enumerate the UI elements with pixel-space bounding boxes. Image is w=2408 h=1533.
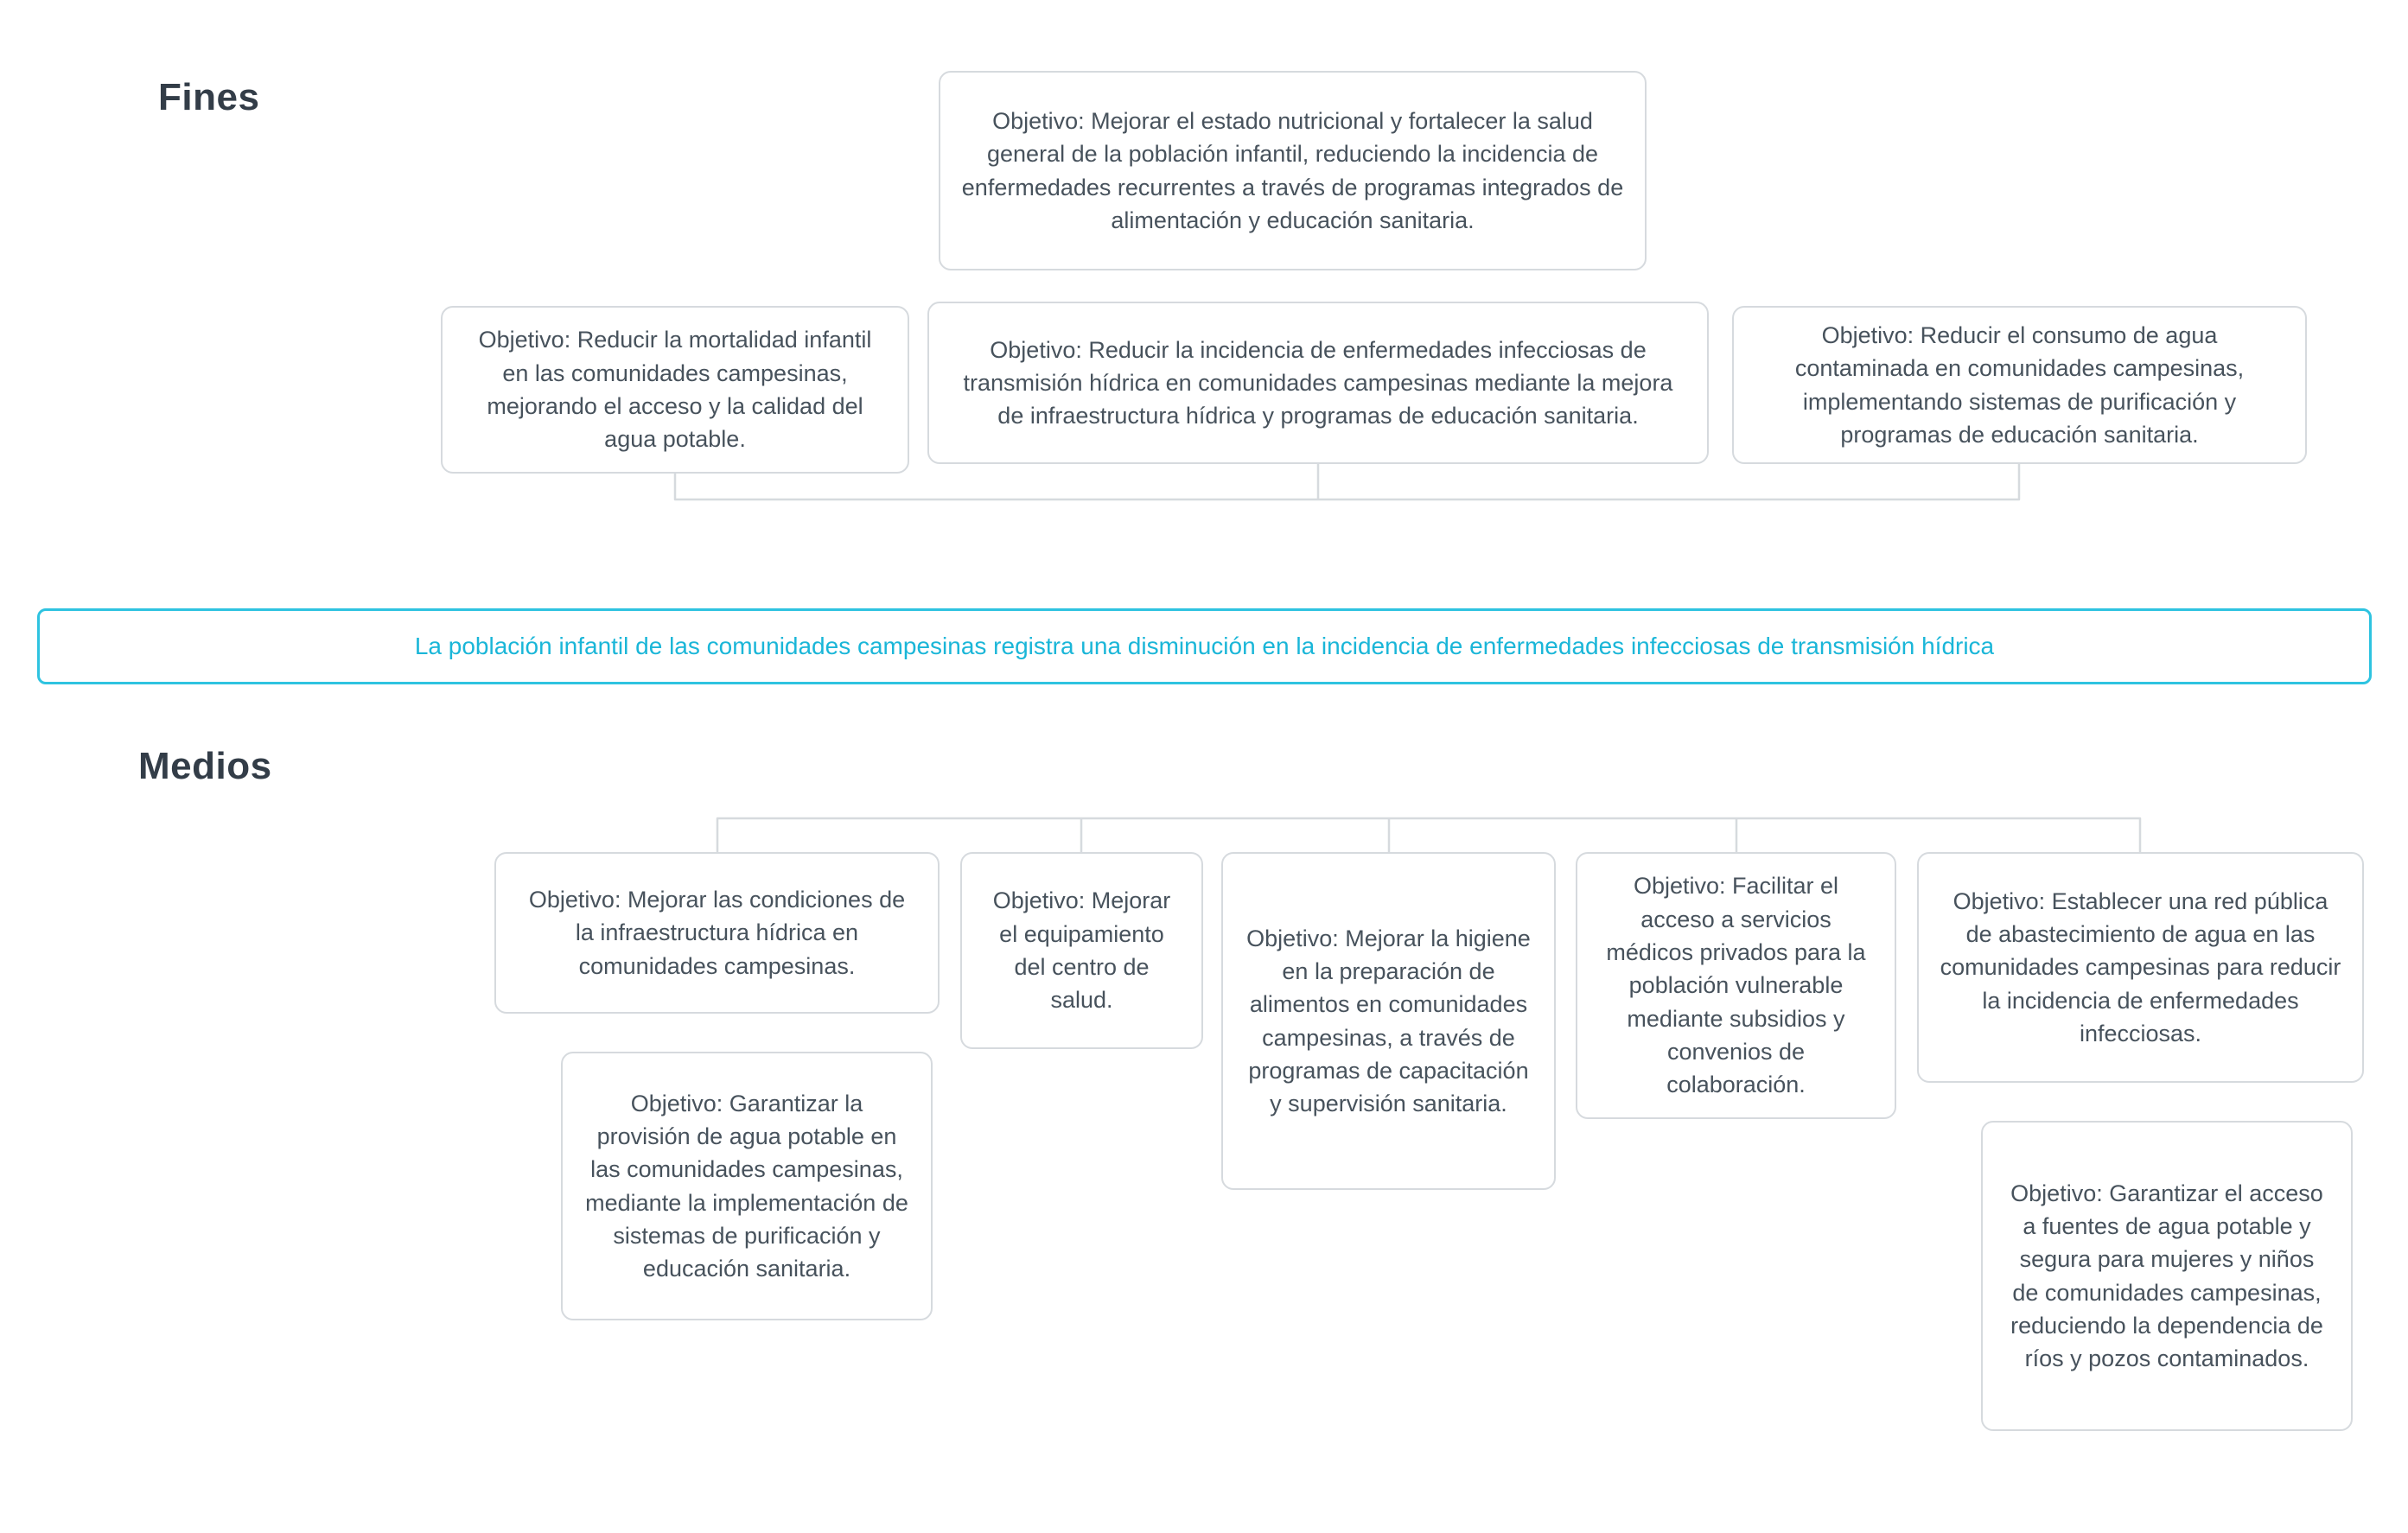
medios-objective-node-5[interactable]: Objetivo: Establecer una red pública de … <box>1917 852 2364 1083</box>
medios-connector <box>716 817 2142 854</box>
medios-objective-node-1[interactable]: Objetivo: Mejorar las condiciones de la … <box>494 852 940 1014</box>
section-heading-medios: Medios <box>138 745 272 787</box>
medios-sub-objective-text-right: Objetivo: Garantizar el acceso a fuentes… <box>2010 1180 2323 1372</box>
fines-objective-node-3[interactable]: Objetivo: Reducir el consumo de agua con… <box>1732 306 2307 464</box>
medios-objective-text-3: Objetivo: Mejorar la higiene en la prepa… <box>1246 925 1531 1117</box>
fines-root-objective-node[interactable]: Objetivo: Mejorar el estado nutricional … <box>939 71 1647 270</box>
medios-objective-text-4: Objetivo: Facilitar el acceso a servicio… <box>1606 873 1866 1098</box>
medios-sub-objective-node-right[interactable]: Objetivo: Garantizar el acceso a fuentes… <box>1981 1121 2353 1431</box>
fines-root-objective-text: Objetivo: Mejorar el estado nutricional … <box>961 107 1624 233</box>
fines-objective-node-1[interactable]: Objetivo: Reducir la mortalidad infantil… <box>441 306 909 474</box>
fines-objective-node-2[interactable]: Objetivo: Reducir la incidencia de enfer… <box>927 302 1709 464</box>
medios-sub-objective-node-left[interactable]: Objetivo: Garantizar la provisión de agu… <box>561 1052 933 1320</box>
central-objective-statement-text: La población infantil de las comunidades… <box>414 633 1995 660</box>
medios-objective-text-5: Objetivo: Establecer una red pública de … <box>1940 887 2341 1046</box>
medios-objective-node-4[interactable]: Objetivo: Facilitar el acceso a servicio… <box>1576 852 1896 1119</box>
medios-objective-node-2[interactable]: Objetivo: Mejorar el equipamiento del ce… <box>960 852 1203 1049</box>
fines-objective-text-2: Objetivo: Reducir la incidencia de enfer… <box>963 336 1673 429</box>
section-heading-fines: Fines <box>158 76 260 118</box>
medios-sub-objective-text-left: Objetivo: Garantizar la provisión de agu… <box>585 1090 908 1282</box>
fines-objective-text-1: Objetivo: Reducir la mortalidad infantil… <box>478 327 872 453</box>
fines-objective-text-3: Objetivo: Reducir el consumo de agua con… <box>1794 321 2245 448</box>
medios-objective-text-1: Objetivo: Mejorar las condiciones de la … <box>528 887 906 979</box>
medios-objective-node-3[interactable]: Objetivo: Mejorar la higiene en la prepa… <box>1221 852 1556 1190</box>
central-objective-statement-node[interactable]: La población infantil de las comunidades… <box>37 608 2372 684</box>
medios-objective-text-2: Objetivo: Mejorar el equipamiento del ce… <box>992 887 1171 1014</box>
